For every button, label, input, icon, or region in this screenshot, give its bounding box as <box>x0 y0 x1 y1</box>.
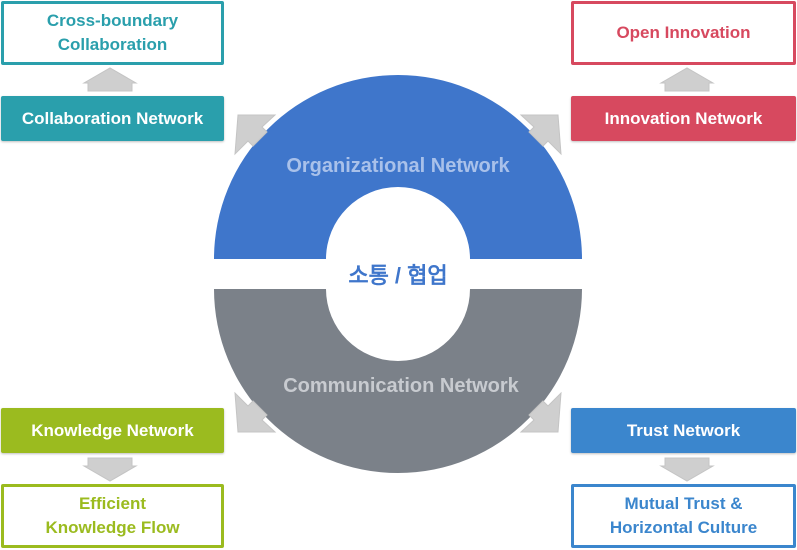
outcome-box-mutual-trust: Mutual Trust & Horizontal Culture <box>571 484 796 548</box>
arrow-to-trust-icon <box>519 391 562 433</box>
innovation-network-label: Innovation Network <box>604 108 763 128</box>
trust-network-label: Trust Network <box>626 420 741 440</box>
outcome-box-open-innovation: Open Innovation <box>571 1 796 65</box>
communication-network-label: Communication Network <box>283 375 519 397</box>
knowledge-network-box: Knowledge Network <box>1 408 224 453</box>
outcome-line: Cross-boundary <box>46 11 179 30</box>
outcome-line: Efficient <box>78 494 147 513</box>
arrow-to-collaboration-icon <box>234 114 277 156</box>
innovation-network-box: Innovation Network <box>571 96 796 141</box>
outcome-line: Knowledge Flow <box>45 518 180 537</box>
arrow-down-trust-icon <box>659 457 715 482</box>
organizational-network-label: Organizational Network <box>286 155 510 177</box>
outcome-line: Mutual Trust & <box>624 494 743 513</box>
outcome-box-cross-boundary: Cross-boundary Collaboration <box>1 1 224 65</box>
outcome-line: Collaboration <box>57 35 168 54</box>
communication-network-arc <box>214 289 582 473</box>
outcome-line: Horizontal Culture <box>609 518 758 537</box>
center-label: 소통 / 협업 <box>348 263 447 288</box>
arrow-up-collaboration-icon <box>82 67 138 92</box>
trust-network-box: Trust Network <box>571 408 796 453</box>
collaboration-network-label: Collaboration Network <box>21 108 204 128</box>
organizational-network-arc <box>214 75 582 259</box>
outcome-line: Open Innovation <box>616 23 751 42</box>
outcome-box-efficient-knowledge-flow: Efficient Knowledge Flow <box>1 484 224 548</box>
arrow-down-knowledge-icon <box>82 457 138 482</box>
knowledge-network-label: Knowledge Network <box>31 420 194 440</box>
arrow-up-innovation-icon <box>659 67 715 92</box>
collaboration-network-box: Collaboration Network <box>1 96 224 141</box>
arrow-to-knowledge-icon <box>234 391 277 433</box>
arrow-to-innovation-icon <box>519 114 562 156</box>
